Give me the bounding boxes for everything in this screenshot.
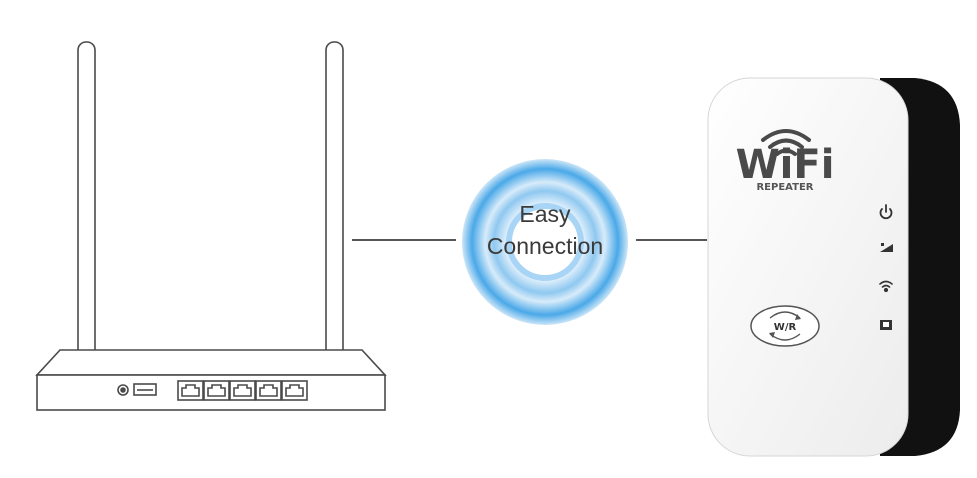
repeater-subtitle: REPEATER	[756, 182, 813, 193]
power-icon	[879, 204, 893, 220]
wifi-repeater: WiFi REPEATER W/R	[707, 77, 960, 457]
wr-button-label: W/R	[774, 322, 797, 333]
router	[35, 41, 387, 411]
wifi-icon	[879, 280, 893, 293]
router-ethernet-ports	[177, 380, 308, 401]
repeater-brand: WiFi	[736, 142, 835, 188]
wr-button[interactable]: W/R	[750, 305, 820, 347]
wifi-logo-icon	[761, 129, 811, 156]
router-body-top	[35, 349, 387, 376]
connection-hub: Easy Connection	[462, 159, 628, 325]
repeater-shell	[707, 77, 909, 457]
ethernet-icon	[880, 320, 892, 330]
signal-icon	[880, 243, 893, 252]
hub-text-line1: Easy	[519, 201, 571, 227]
router-usb-port	[133, 383, 157, 396]
router-power-jack	[117, 384, 129, 396]
hub-text-line2: Connection	[487, 233, 603, 259]
